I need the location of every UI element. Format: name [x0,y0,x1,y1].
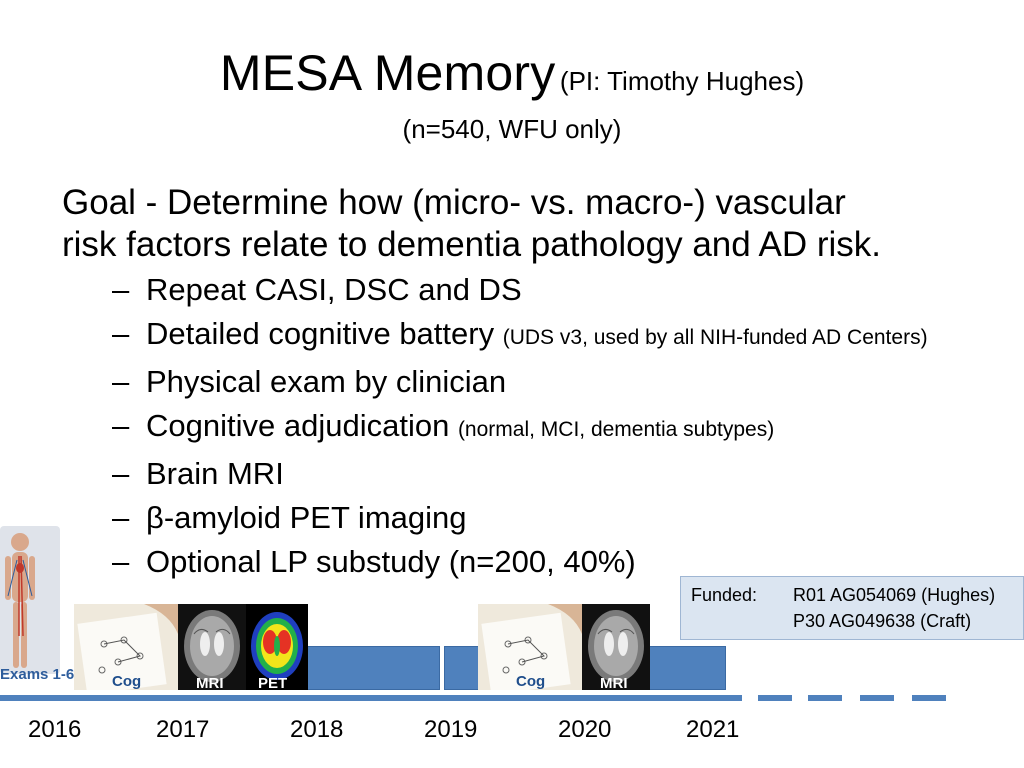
mri-image [582,604,650,690]
dash-bullet: – [112,500,130,535]
year-label: 2019 [424,716,478,743]
list-item: – β-amyloid PET imaging [112,500,972,536]
exams-label: Exams 1-6 [0,666,75,683]
cognitive-test-image [74,604,178,690]
mri-label-1: MRI [196,675,224,692]
year-label: 2020 [558,716,612,743]
cognitive-test-sheet-icon [74,604,178,690]
dash-bullet: – [112,272,130,307]
list-item-note: (UDS v3, used by all NIH-funded AD Cente… [502,326,928,349]
timeline-dash [758,695,792,701]
year-label: 2018 [290,716,344,743]
funded-label: Funded: [691,585,758,605]
brain-pet-icon [246,604,308,690]
dash-bullet: – [112,408,130,443]
dash-bullet: – [112,316,130,351]
mri-label-2: MRI [600,675,628,692]
funding-box: Funded: R01 AG054069 (Hughes) P30 AG0496… [680,576,1024,640]
timeline-axis [0,695,742,701]
year-label: 2016 [28,716,82,743]
brain-mri-icon [178,604,246,690]
goal-line-1: Goal - Determine how (micro- vs. macro-)… [62,183,846,222]
timeline-dash [912,695,946,701]
list-item-text: β-amyloid PET imaging [146,500,467,535]
dash-bullet: – [112,544,130,579]
dash-bullet: – [112,456,130,491]
grant-r01: R01 AG054069 (Hughes) [793,585,996,605]
slide-title: MESA Memory (PI: Timothy Hughes) [0,44,1024,102]
dash-bullet: – [112,364,130,399]
list-item: – Repeat CASI, DSC and DS [112,272,972,308]
human-body-icon [5,533,35,668]
year-label: 2017 [156,716,210,743]
cog-label-1: Cog [112,673,142,690]
list-item-note: (normal, MCI, dementia subtypes) [457,418,775,441]
list-item-text: Brain MRI [146,456,284,491]
pet-label: PET [258,675,288,692]
grant-p30: P30 AG049638 (Craft) [793,611,972,631]
anatomy-figure-image [0,526,60,674]
list-item: – Detailed cognitive battery (UDS v3, us… [112,316,972,356]
mri-image [178,604,246,690]
year-label: 2021 [686,716,740,743]
goal-line-2: risk factors relate to dementia patholog… [62,225,882,264]
list-item: – Physical exam by clinician [112,364,972,400]
cognitive-test-image [478,604,582,690]
subtitle: (n=540, WFU only) [402,114,622,144]
title-pi: (PI: Timothy Hughes) [559,66,805,96]
list-item-text: Physical exam by clinician [146,364,507,399]
timeline-dash [860,695,894,701]
list-item-text: Detailed cognitive battery [146,316,495,351]
brain-mri-icon [582,604,650,690]
title-main: MESA Memory [219,45,556,101]
list-item-text: Optional LP substudy (n=200, 40%) [146,544,636,579]
cog-label-2: Cog [516,673,546,690]
list-item: – Brain MRI [112,456,972,492]
list-item: – Cognitive adjudication (normal, MCI, d… [112,408,972,448]
timeline-dash [808,695,842,701]
list-item-text: Cognitive adjudication [146,408,450,443]
cognitive-test-sheet-icon [478,604,582,690]
pet-image [246,604,308,690]
list-item-text: Repeat CASI, DSC and DS [146,272,522,307]
goal-statement: Goal - Determine how (micro- vs. macro-)… [62,182,1012,266]
aims-list: – Repeat CASI, DSC and DS – Detailed cog… [112,272,972,588]
list-item: – Optional LP substudy (n=200, 40%) [112,544,972,580]
